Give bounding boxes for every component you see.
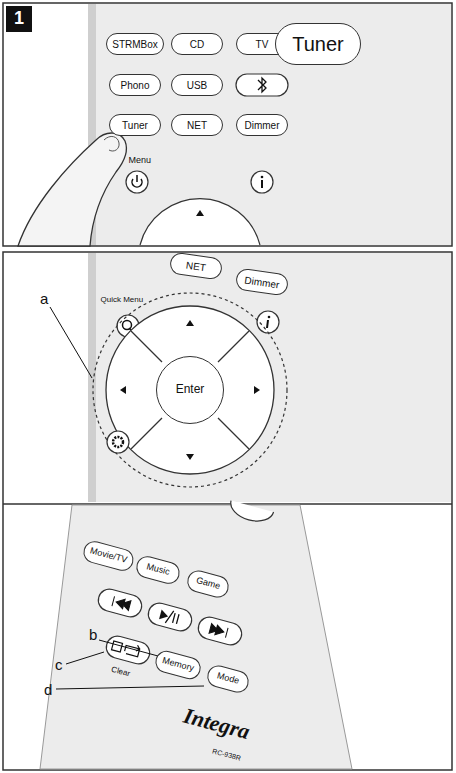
callout-letter: c: [55, 657, 63, 672]
node-text: Phono: [121, 80, 150, 91]
node-text: TV: [256, 39, 269, 50]
node-text: Music: [145, 562, 170, 578]
node-text: 1: [14, 9, 24, 29]
callout-letter: b: [89, 627, 97, 642]
leader-line: [50, 307, 92, 378]
node-text: Dimmer: [245, 120, 280, 131]
node-text: NET: [185, 259, 206, 273]
button-label: Clear: [110, 666, 131, 679]
node-text: Movie/TV: [88, 546, 127, 565]
remote-body: [96, 253, 451, 502]
cursor-ring: [140, 199, 260, 245]
button-label: Menu: [129, 156, 152, 165]
repeat-button: [104, 634, 152, 667]
mode-button: Game: [185, 568, 231, 600]
button-label: Quick Menu: [101, 296, 144, 304]
mode-button: Music: [134, 554, 182, 587]
skip-back-button: [96, 587, 144, 620]
node-text: NET: [187, 120, 207, 131]
up-arrow: [196, 210, 204, 216]
input-button: NET: [171, 114, 223, 136]
callout-letter: d: [44, 682, 52, 697]
enter-button: Enter: [156, 356, 224, 424]
brand-logo: Integra: [181, 705, 252, 744]
callout-bubble: Tuner: [275, 23, 361, 65]
node-text: Memory: [161, 656, 195, 674]
bluetooth-button: [236, 74, 288, 96]
input-button: USB: [171, 74, 223, 96]
play-pause-button: [146, 601, 194, 634]
power-button: [126, 171, 148, 193]
node-text: CD: [190, 39, 204, 50]
node-text: Enter: [176, 383, 205, 396]
leader-line: [56, 686, 204, 689]
node-text: Mode: [216, 671, 240, 686]
node-text: USB: [187, 80, 208, 91]
cursor-ring: [93, 293, 287, 487]
input-button: STRMBox: [106, 33, 164, 55]
mode-button: Mode: [205, 663, 251, 695]
model-number: RC-938R: [211, 747, 241, 761]
finger: [18, 133, 126, 246]
info-button: [257, 311, 279, 333]
memory-button: Memory: [153, 648, 203, 681]
leader-line: [66, 652, 104, 664]
round-button: [227, 501, 273, 526]
node-text: STRMBox: [112, 39, 158, 50]
mode-button: Movie/TV: [81, 539, 136, 573]
panel-frame: [3, 252, 452, 770]
node-text: Tuner: [292, 33, 344, 55]
skip-forward-button: [196, 615, 244, 648]
node-text: Tuner: [122, 120, 148, 131]
panel-frame: [3, 3, 452, 246]
node-text: Dimmer: [244, 274, 280, 290]
callout-letter: a: [40, 291, 48, 306]
step-badge: 1: [6, 6, 32, 32]
leader-line: [99, 640, 158, 656]
input-button: NET: [169, 251, 224, 280]
node-text: Game: [195, 576, 221, 592]
remote-body: [40, 505, 352, 769]
input-button: Dimmer: [236, 114, 288, 136]
remote-body: [96, 4, 451, 245]
setup-button: [107, 431, 129, 453]
info-button: [251, 171, 273, 193]
input-button: Tuner: [109, 114, 161, 136]
input-button: Dimmer: [235, 267, 290, 296]
input-button: Phono: [109, 74, 161, 96]
cursor-pad: [106, 306, 274, 474]
input-button: CD: [171, 33, 223, 55]
